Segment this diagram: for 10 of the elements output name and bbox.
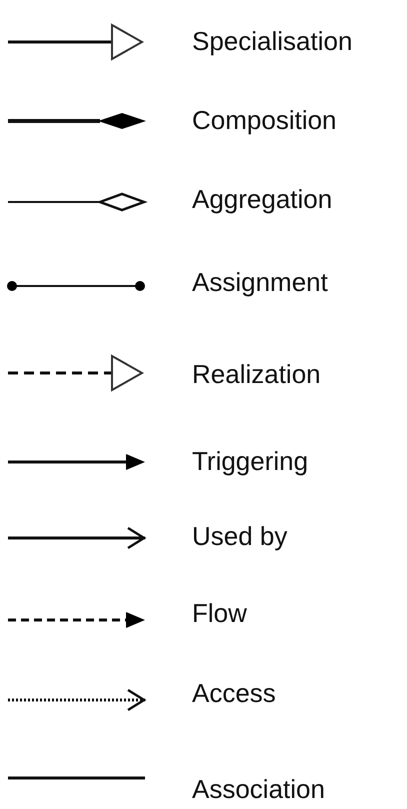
legend-label: Used by: [192, 521, 288, 551]
legend-label: Aggregation: [192, 184, 332, 214]
legend-label: Assignment: [192, 267, 328, 297]
legend-label: Triggering: [192, 446, 308, 476]
legend-label: Flow: [192, 598, 247, 628]
legend-label: Association: [192, 774, 325, 804]
legend-label: Access: [192, 678, 276, 708]
legend-label: Composition: [192, 105, 337, 135]
legend-label: Specialisation: [192, 26, 352, 56]
legend-label: Realization: [192, 359, 321, 389]
